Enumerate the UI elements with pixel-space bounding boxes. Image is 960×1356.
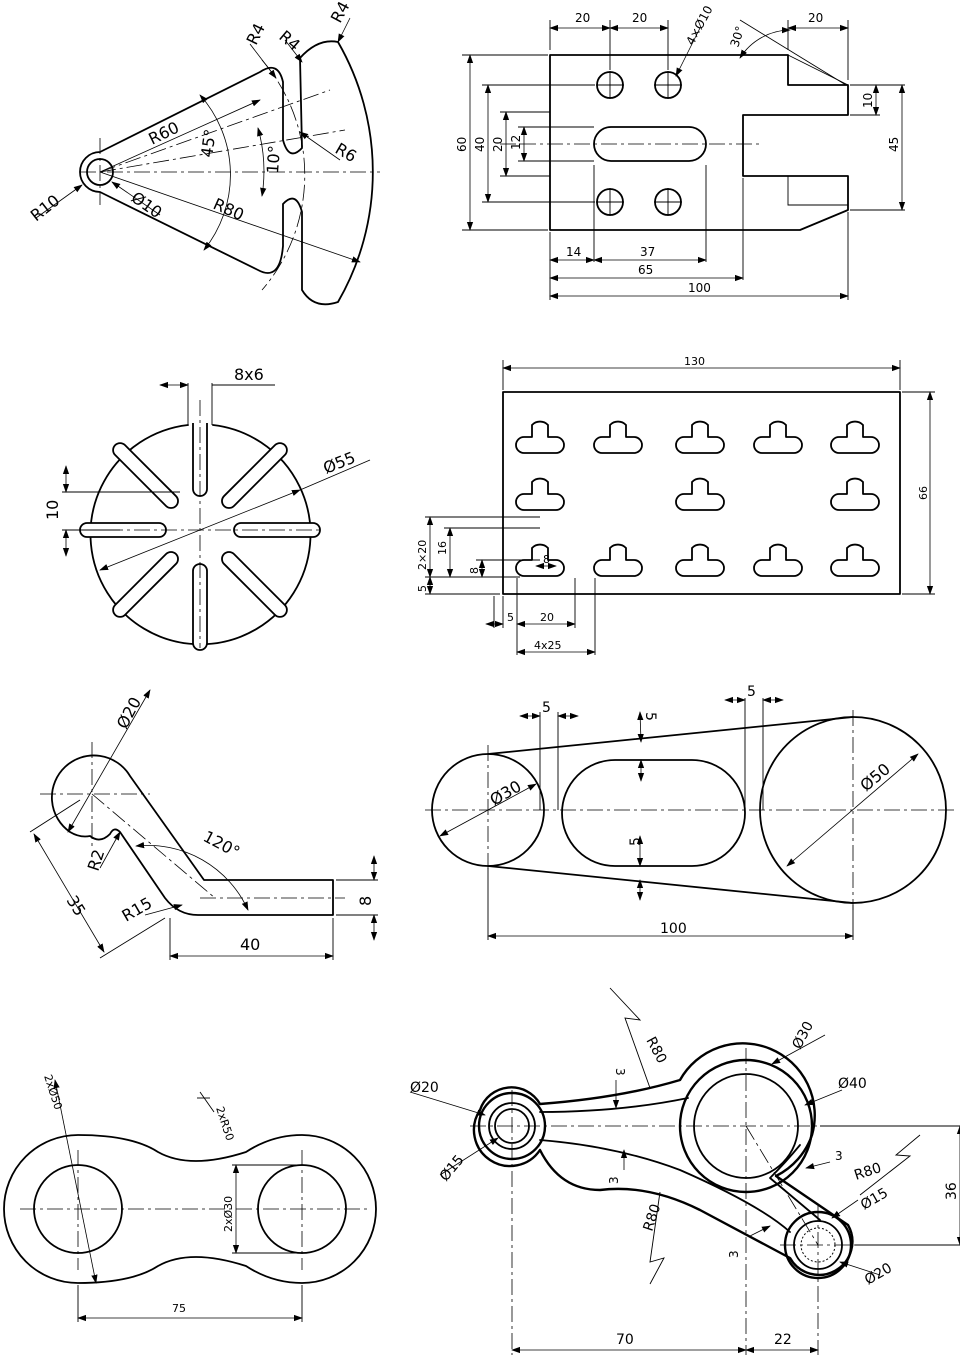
keyhole-plate-drawing: 130 66 2×20 16 8 8 5 5 20 4x25 — [416, 355, 935, 656]
r80-label-b: R80 — [641, 1202, 665, 1233]
holes-label: 4×Ø10 — [683, 3, 715, 47]
d65-label: 65 — [638, 263, 653, 277]
dia15-label-a: Ø15 — [437, 1152, 468, 1184]
d3-label-d: 3 — [727, 1250, 741, 1258]
d20-label-c: 20 — [808, 11, 823, 25]
r80-label-a: R80 — [642, 1034, 669, 1066]
d60-label: 60 — [455, 137, 469, 152]
d40-label-5: 40 — [240, 935, 260, 954]
d45-label: 45 — [887, 137, 901, 152]
r60-label: R60 — [145, 118, 182, 149]
d5-label-b: 5 — [747, 684, 756, 700]
d36-label: 36 — [944, 1182, 960, 1200]
r4-label-b: R4 — [275, 27, 304, 55]
dia20-label-a: Ø20 — [410, 1080, 439, 1096]
d5-label-d: 5 — [628, 837, 644, 846]
dia15-label-b: Ø15 — [858, 1185, 891, 1213]
angle30-label: 30° — [728, 24, 748, 49]
d3-label-b: 3 — [607, 1176, 621, 1184]
dia30-label-6: Ø30 — [487, 777, 525, 810]
d20-v-label: 20 — [491, 137, 505, 152]
d35-label: 35 — [63, 892, 90, 919]
d100-label: 100 — [688, 281, 711, 295]
belt-slot-drawing: 5 5 5 5 Ø30 Ø50 100 — [425, 684, 955, 940]
d66-label: 66 — [917, 486, 930, 500]
d37-label: 37 — [640, 245, 655, 259]
d5-label-c: 5 — [642, 712, 658, 721]
d4x25-label: 4x25 — [534, 639, 562, 652]
d2x20-label: 2×20 — [416, 540, 429, 570]
d14-label: 14 — [566, 245, 581, 259]
r15-label: R15 — [119, 893, 156, 925]
r80-label: R80 — [210, 194, 246, 224]
lever-arm-drawing: R80 Ø30 Ø20 Ø40 3 3 3 3 R80 Ø15 R80 36 Ø… — [409, 987, 960, 1355]
d8-label-5: 8 — [356, 896, 375, 906]
angle-45-label: 45° — [197, 128, 220, 159]
d3-label-c: 3 — [835, 1149, 843, 1163]
d70-label: 70 — [616, 1332, 634, 1348]
d130-label: 130 — [684, 355, 705, 368]
r4-label-c: R4 — [327, 0, 354, 26]
d10-label-3: 10 — [43, 500, 62, 520]
dia50-label-6: Ø50 — [856, 759, 893, 795]
slotted-plate-drawing: 20 20 4×Ø10 30° 20 60 40 20 12 10 45 14 … — [455, 3, 906, 300]
d8-v-label: 8 — [468, 567, 481, 574]
r6-label: R6 — [332, 139, 360, 166]
angle120-label: 120° — [200, 827, 243, 862]
d3-label-a: 3 — [613, 1068, 627, 1076]
d20-label-b: 20 — [632, 11, 647, 25]
d5-h-label: 5 — [507, 611, 514, 624]
dia50-label-7: 2xØ50 — [41, 1073, 65, 1111]
d40-label: 40 — [473, 137, 487, 152]
fan-plate-drawing: R4 R4 R4 R60 45° 10° R6 R10 Ø10 R80 — [27, 0, 380, 306]
d8-h-label: 8 — [543, 553, 550, 566]
d12-label: 12 — [509, 135, 523, 150]
d5-v-label: 5 — [416, 585, 429, 592]
d10-label: 10 — [861, 93, 875, 108]
d5-label-a: 5 — [542, 700, 551, 716]
dia30-label-8: Ø30 — [789, 1019, 817, 1052]
bent-bracket-drawing: Ø20 R2 35 R15 120° 40 8 — [29, 689, 378, 960]
slot-size-label: 8x6 — [234, 365, 264, 384]
dia20-label-5: Ø20 — [113, 694, 145, 732]
d16-label: 16 — [436, 541, 449, 555]
d20-label-4: 20 — [540, 611, 554, 624]
d20-label-a: 20 — [575, 11, 590, 25]
link-plate-drawing: 2xØ50 2xR50 2xØ30 75 — [3, 1073, 377, 1322]
dia30-label-7: 2xØ30 — [222, 1196, 235, 1232]
d22-label: 22 — [774, 1332, 792, 1348]
d100-label-6: 100 — [660, 921, 687, 937]
d75-label-7: 75 — [172, 1302, 186, 1315]
r4-label-a: R4 — [243, 20, 269, 47]
r50-label-7: 2xR50 — [213, 1105, 236, 1142]
slotted-disc-drawing: 8x6 10 Ø55 — [43, 365, 371, 651]
r10-label: R10 — [27, 191, 64, 225]
dia20-label-b: Ø20 — [862, 1260, 895, 1288]
r2-label: R2 — [84, 847, 109, 873]
dia40-label: Ø40 — [838, 1076, 867, 1092]
angle-10-label: 10° — [263, 145, 284, 175]
